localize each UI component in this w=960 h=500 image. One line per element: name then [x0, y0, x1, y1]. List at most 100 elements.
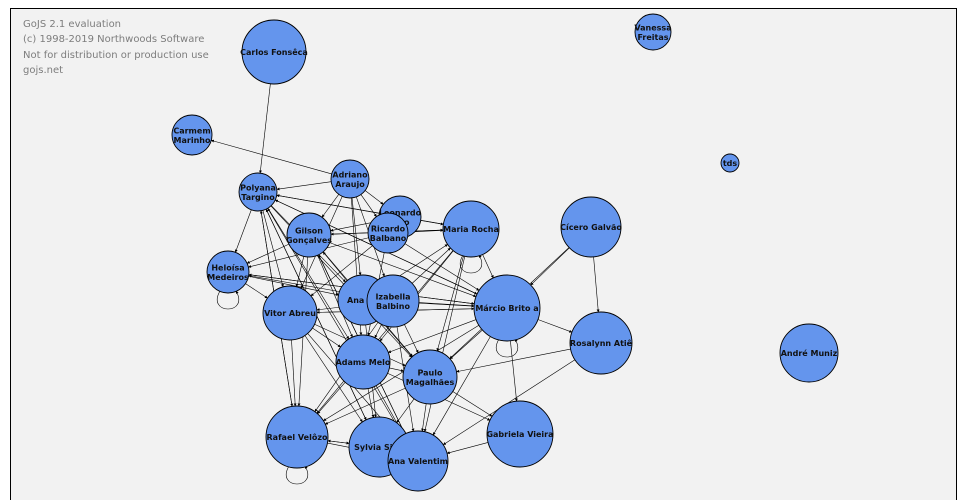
node-label: André Muniz: [781, 348, 838, 358]
edge-ricardo-vitor[interactable]: [310, 245, 373, 297]
edge-izabella-maria[interactable]: [411, 247, 451, 284]
edge-adriano-polyana[interactable]: [276, 181, 332, 191]
node-carlos[interactable]: Carlos Fonsêca: [240, 19, 308, 85]
node-circle[interactable]: [366, 274, 420, 328]
node-circle[interactable]: [286, 212, 332, 258]
node-circle[interactable]: [171, 114, 213, 156]
edge-marcio-paulo[interactable]: [449, 329, 483, 360]
edge-adriano-leonardo[interactable]: [364, 190, 384, 205]
edge-vitor-rafael[interactable]: [291, 339, 297, 407]
node-andre[interactable]: André Muniz: [779, 323, 839, 383]
node-circle[interactable]: [779, 323, 839, 383]
edge-adriano-ricardo[interactable]: [360, 194, 377, 217]
edge-izabella-adams[interactable]: [374, 324, 382, 339]
edge-adriano-carmem[interactable]: [210, 139, 332, 175]
edge-polyana-vitor[interactable]: [262, 210, 284, 288]
node-circle[interactable]: [367, 212, 409, 254]
edge-gilson-adams[interactable]: [317, 255, 353, 338]
edge-polyana-heloisa[interactable]: [234, 209, 252, 253]
edge-gilson-marcio[interactable]: [329, 242, 477, 298]
node-circle[interactable]: [442, 200, 500, 258]
edge-marcio-rosalynn[interactable]: [537, 319, 573, 333]
edge-sylvia-rafael[interactable]: [327, 439, 350, 444]
nodes-layer: Carlos Fonsêca VanessaFreitasCarmemMarinh…: [171, 13, 839, 492]
edge-paulo-gabriela[interactable]: [452, 391, 493, 417]
node-circle[interactable]: [241, 19, 307, 85]
edge-adams-sylvia[interactable]: [367, 388, 375, 418]
node-circle[interactable]: [265, 405, 329, 469]
node-circle[interactable]: [569, 311, 633, 375]
node-label: Targino: [241, 193, 275, 202]
edge-maria-marcio[interactable]: [482, 254, 494, 279]
edge-rosalynn-anav[interactable]: [442, 359, 576, 445]
edge-cicero-rosalynn[interactable]: [593, 256, 600, 313]
node-vitor[interactable]: Vitor Abreu: [262, 285, 318, 341]
node-circle[interactable]: [473, 274, 541, 342]
edge-cicero-marcio[interactable]: [530, 247, 570, 286]
node-rafael[interactable]: Rafael Velôzo: [265, 405, 329, 469]
node-label: Sylvia Siqu: [354, 443, 404, 452]
self-loop-heloisa[interactable]: [217, 290, 239, 310]
node-label: Leonardo: [379, 208, 422, 217]
node-marcio[interactable]: Márcio Brito a: [473, 274, 541, 342]
self-loop-maria[interactable]: [460, 254, 482, 274]
edge-vitor-adams[interactable]: [312, 327, 341, 348]
edge-marcio-gabriela[interactable]: [510, 340, 518, 402]
edge-ricardo-marcio[interactable]: [404, 243, 480, 291]
edge-adams-paulo[interactable]: [389, 367, 404, 372]
self-loop-marcio[interactable]: [496, 338, 518, 358]
edge-adriano-anaab[interactable]: [351, 197, 362, 276]
edge-adams-rafael[interactable]: [317, 382, 346, 414]
node-circle[interactable]: [387, 430, 449, 492]
node-circle[interactable]: [206, 250, 250, 294]
edge-maria-rafael[interactable]: [316, 250, 454, 414]
edge-paulo-anav[interactable]: [421, 403, 427, 432]
edge-paulo-rafael[interactable]: [324, 387, 406, 425]
node-circle[interactable]: [486, 400, 554, 468]
edge-adriano-gilson[interactable]: [321, 194, 340, 218]
node-circle[interactable]: [335, 334, 391, 390]
node-circle[interactable]: [330, 159, 370, 199]
node-circle[interactable]: [634, 13, 672, 51]
node-gabriela[interactable]: Gabriela Vieira: [486, 400, 554, 468]
node-circle[interactable]: [402, 349, 458, 405]
edge-izabella-marcio[interactable]: [418, 302, 475, 308]
edge-maria-anav[interactable]: [423, 256, 466, 433]
node-circle[interactable]: [238, 172, 278, 212]
edge-marcio-rafael[interactable]: [323, 325, 480, 422]
node-cicero[interactable]: Cícero Galvão: [560, 196, 622, 258]
edge-rosalynn-paulo[interactable]: [456, 348, 571, 373]
node-adams[interactable]: Adams Melo: [335, 334, 391, 390]
edge-polyana-adams[interactable]: [267, 208, 350, 340]
node-circle[interactable]: [560, 196, 622, 258]
node-anav[interactable]: Ana Valentim: [387, 430, 449, 492]
edge-anaab-gilson[interactable]: [322, 251, 348, 281]
node-maria[interactable]: Maria Rocha: [442, 200, 500, 258]
edge-paulo-sylvia[interactable]: [396, 398, 415, 423]
edge-maria-paulo[interactable]: [436, 255, 464, 352]
edge-heloisa-vitor[interactable]: [245, 283, 268, 299]
node-rosalynn[interactable]: Rosalynn Atiê: [569, 311, 633, 375]
self-loop-rafael[interactable]: [286, 465, 308, 485]
node-tds[interactable]: tds: [720, 153, 740, 173]
edge-vitor-sylvia[interactable]: [304, 335, 363, 423]
edge-heloisa-anaab[interactable]: [248, 275, 339, 296]
edge-gabriela-anav[interactable]: [446, 442, 489, 455]
edge-izabella-paulo[interactable]: [404, 324, 419, 353]
edge-gilson-vitor[interactable]: [295, 256, 305, 288]
edge-carlos-polyana[interactable]: [258, 83, 271, 174]
node-circle[interactable]: [720, 153, 740, 173]
edge-marcio-adams[interactable]: [387, 319, 477, 353]
node-circle[interactable]: [262, 285, 318, 341]
edge-marcio-anav[interactable]: [432, 336, 491, 436]
